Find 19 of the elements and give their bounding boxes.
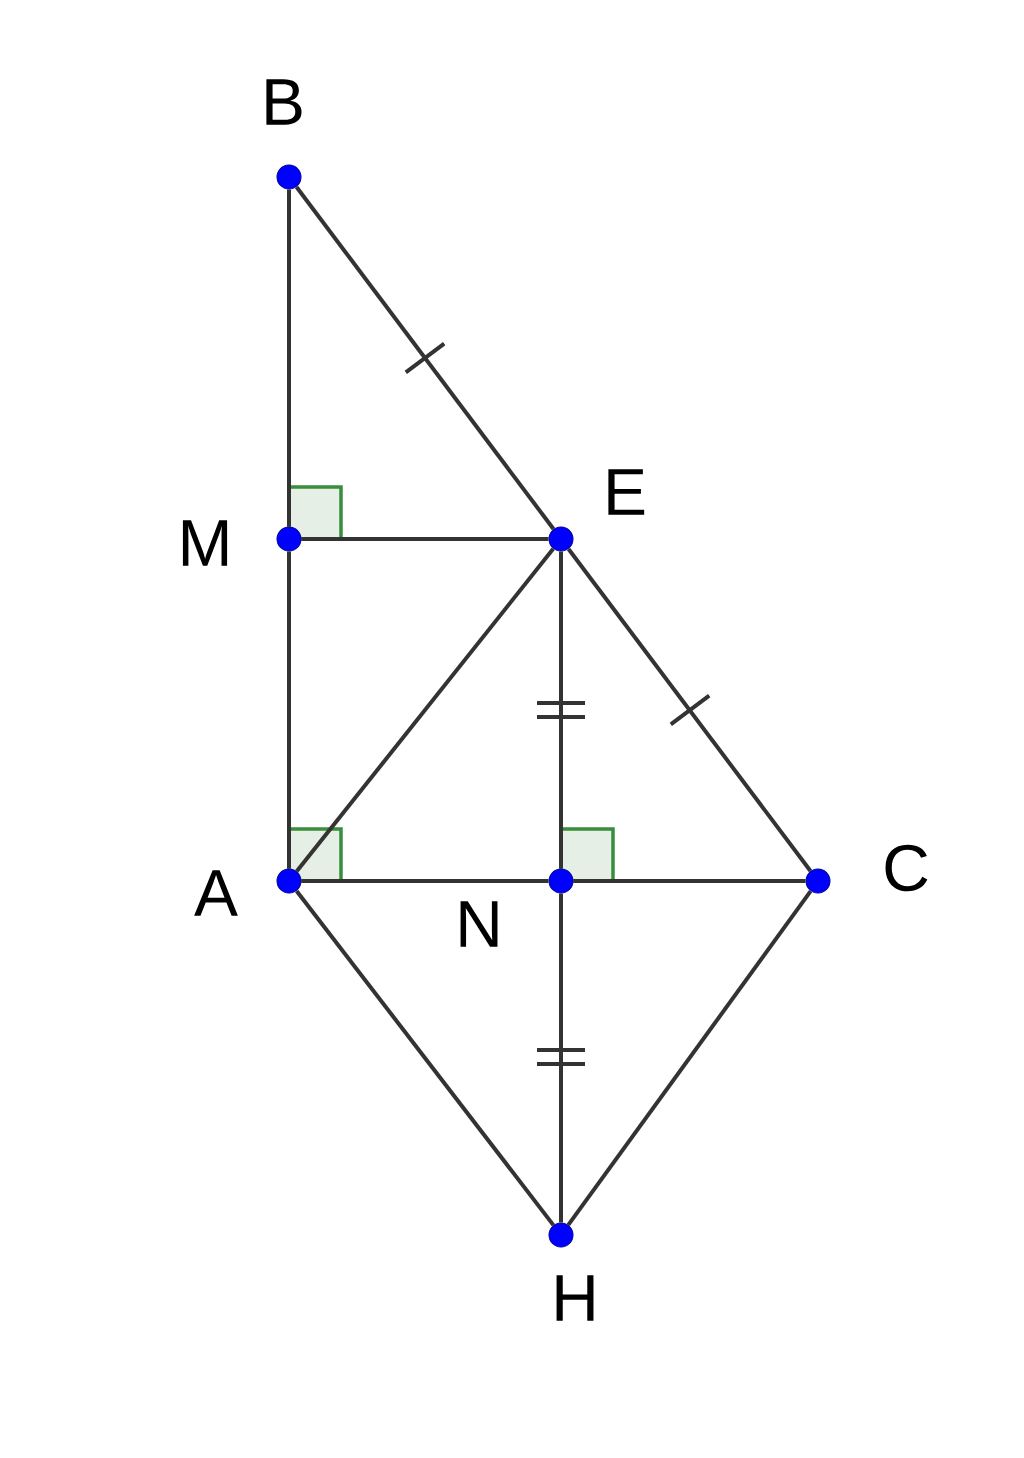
- line-segment: [287, 551, 291, 869]
- line-segment: [295, 547, 555, 873]
- line-segment: [294, 185, 556, 531]
- point-label: H: [556, 1275, 594, 1321]
- line-segment: [301, 537, 549, 541]
- line-segment: [566, 889, 813, 1227]
- point-label: C: [885, 844, 928, 892]
- point-label: M: [182, 520, 228, 566]
- point-label: N: [460, 901, 498, 947]
- line-segment: [573, 879, 806, 883]
- line-segment: [566, 547, 813, 873]
- line-segment: [559, 893, 563, 1223]
- line-segment: [559, 551, 563, 869]
- point-label: A: [194, 870, 238, 916]
- line-segment: [295, 889, 555, 1227]
- line-segment: [301, 879, 549, 883]
- line-segment: [287, 189, 291, 527]
- point-label: B: [266, 79, 302, 125]
- point-label: E: [608, 469, 645, 515]
